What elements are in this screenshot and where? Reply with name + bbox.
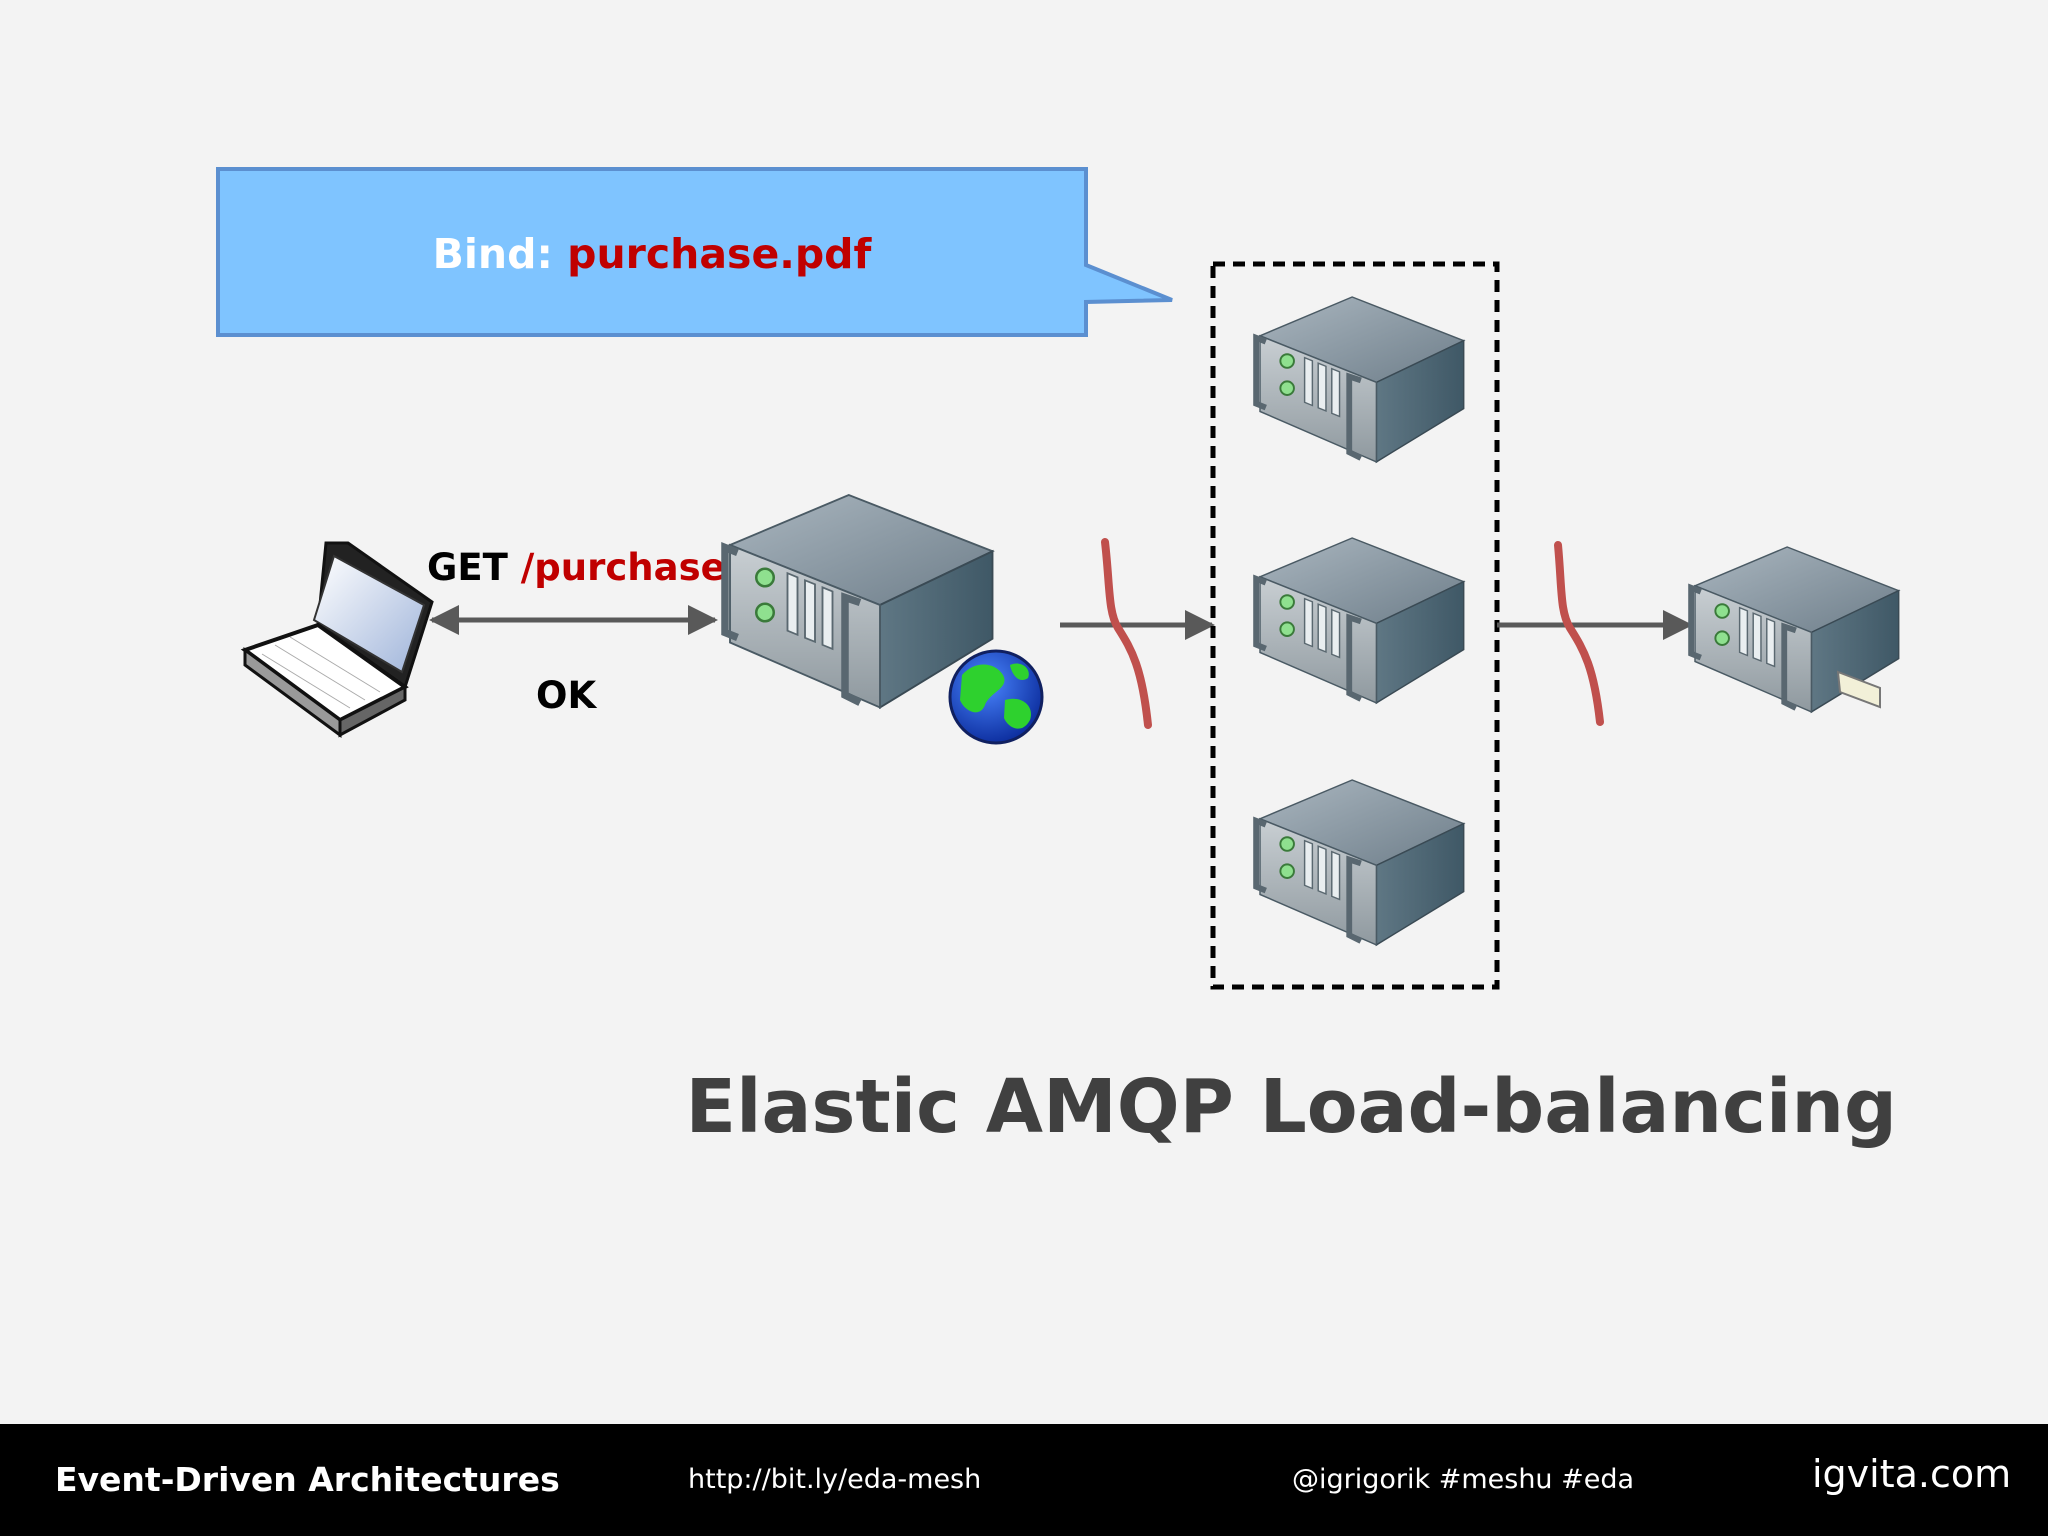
document-server-icon (1691, 547, 1899, 712)
footer-handle: @igrigorik #meshu #eda (1292, 1464, 1635, 1495)
footer-bar: Event-Driven Architectures http://bit.ly… (0, 1424, 2048, 1536)
web-server-icon (725, 495, 993, 708)
laptop-icon (240, 541, 434, 738)
amqp-pipe-icon (1101, 538, 1152, 729)
footer-brand: igvita.com (1812, 1452, 2012, 1496)
response-label: OK (536, 674, 597, 717)
worker-server-icon (1256, 538, 1464, 703)
footer-presentation-title: Event-Driven Architectures (55, 1460, 560, 1499)
request-label: GET /purchase (427, 546, 726, 589)
globe-icon (948, 649, 1044, 745)
footer-link[interactable]: http://bit.ly/eda-mesh (688, 1464, 982, 1495)
bind-callout: Bind: purchase.pdf (216, 167, 1173, 337)
worker-server-icon (1256, 297, 1464, 462)
callout-prefix: Bind: (433, 230, 568, 278)
callout-value: purchase.pdf (567, 230, 872, 278)
slide-title: Elastic AMQP Load-balancing (686, 1064, 1897, 1150)
slide: Bind: purchase.pdf GET /purchase OK (216, 167, 2048, 1150)
amqp-pipe-icon (1554, 541, 1604, 726)
request-path: /purchase (521, 546, 726, 589)
callout-text: Bind: purchase.pdf (433, 230, 873, 278)
diagram: Bind: purchase.pdf GET /purchase OK (216, 167, 2048, 1150)
worker-server-icon (1256, 780, 1464, 945)
request-method: GET (427, 546, 521, 589)
